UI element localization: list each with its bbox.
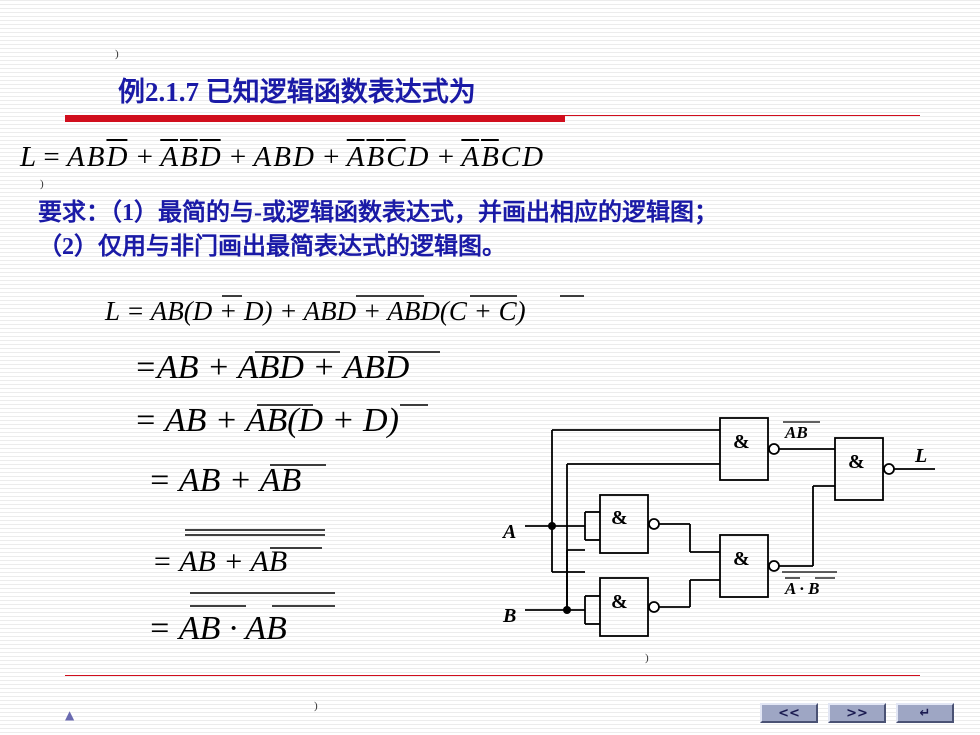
- next-page-button[interactable]: >>: [828, 703, 886, 723]
- expr-eq: =: [36, 141, 67, 173]
- logo-icon: ▲: [65, 708, 75, 722]
- gate-symbol: &: [848, 451, 865, 473]
- label-nand-ab: AB: [784, 423, 808, 442]
- gate-symbol: &: [733, 431, 750, 453]
- expr-plus: +: [129, 141, 161, 173]
- derivation-step-2: =AB + ABD + ABD: [134, 349, 410, 386]
- input-b-label: B: [502, 605, 516, 627]
- nand-gate-not-b: [599, 577, 649, 637]
- stray-mark: ): [115, 48, 119, 60]
- gate-symbol: &: [611, 591, 628, 613]
- stray-mark: ): [645, 652, 649, 664]
- requirement-line-2: （2）仅用与非门画出最简表达式的逻辑图。: [38, 234, 506, 260]
- derivation-step-1: L = AB(D + D) + ABD + ABD(C + C): [105, 296, 526, 326]
- given-expression: L = ABD + ABD + ABD + ABCD + ABCD: [20, 141, 545, 174]
- junction-dot: [563, 606, 571, 614]
- nand-gate-output: [834, 437, 884, 501]
- derivation-step-3: = AB + AB(D + D): [134, 402, 399, 439]
- expr-term: ABD: [67, 141, 128, 173]
- derivation-step-5: = AB + AB: [152, 545, 288, 578]
- page-title: 例2.1.7 已知逻辑函数表达式为: [118, 77, 476, 107]
- expr-terms: ABD + ABD + ABD + ABCD + ABCD: [67, 141, 545, 173]
- logic-circuit: A B & & & & & AB A · B L: [501, 417, 935, 637]
- footer-divider: [65, 675, 920, 676]
- input-a-label: A: [501, 521, 516, 543]
- gate-symbol: &: [733, 548, 750, 570]
- stray-mark: ): [40, 178, 44, 190]
- return-button[interactable]: ↵: [896, 703, 954, 723]
- nand-gate-anbn: [719, 534, 769, 598]
- nand-gate-ab: [719, 417, 769, 481]
- requirement-line-1: 要求：（1）最简的与-或逻辑函数表达式，并画出相应的逻辑图；: [38, 200, 718, 226]
- derivation-step-4: = AB + AB: [148, 462, 302, 499]
- nand-gate-not-a: [599, 494, 649, 554]
- output-l-label: L: [914, 445, 927, 467]
- gate-symbol: &: [611, 507, 628, 529]
- title-accent-bar: [65, 115, 565, 122]
- stray-mark: ): [314, 700, 318, 712]
- expr-term: ABD: [160, 141, 221, 173]
- expr-plus: +: [430, 141, 462, 173]
- expr-plus: +: [222, 141, 254, 173]
- expr-term: ABCD: [346, 141, 429, 173]
- expr-term: ABCD: [461, 141, 544, 173]
- label-nand-anbn: A · B: [784, 579, 820, 598]
- expr-lhs: L: [20, 141, 37, 173]
- expr-term: ABD: [253, 141, 314, 173]
- expr-plus: +: [315, 141, 347, 173]
- junction-dot: [548, 522, 556, 530]
- derivation-step-6: = AB · AB: [148, 610, 287, 647]
- prev-page-button[interactable]: <<: [760, 703, 818, 723]
